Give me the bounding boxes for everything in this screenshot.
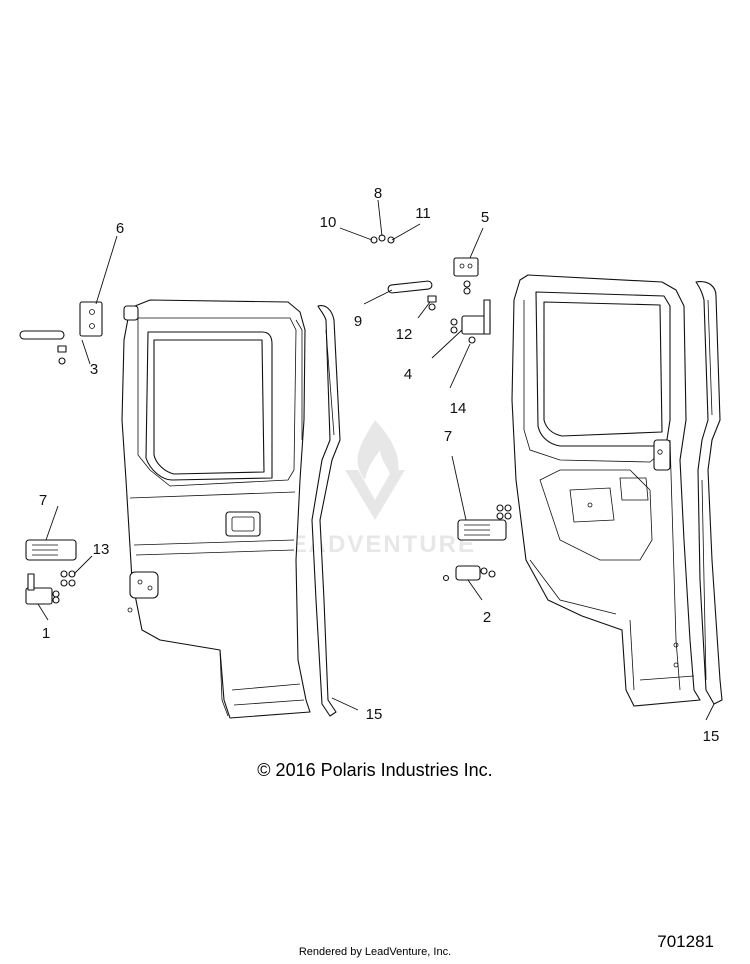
watermark-logo: LEADVENTURE <box>274 420 476 558</box>
callout-3: 3 <box>90 361 98 378</box>
right-door-seal <box>695 281 723 705</box>
callout-2: 2 <box>483 609 491 626</box>
callout-labels: 1 2 3 4 5 6 7 7 8 9 10 11 12 13 14 15 15 <box>39 185 720 745</box>
left-door-seal <box>311 305 341 717</box>
callout-6: 6 <box>116 220 124 237</box>
callout-15-left: 15 <box>366 706 383 723</box>
callout-14: 14 <box>450 400 467 417</box>
callout-15-right: 15 <box>703 728 720 745</box>
rendered-by-footer: Rendered by LeadVenture, Inc. <box>298 946 452 958</box>
callout-11: 11 <box>415 205 431 222</box>
callout-1: 1 <box>42 625 50 642</box>
center-hardware <box>370 234 512 582</box>
callout-9: 9 <box>354 313 362 330</box>
copyright-notice: © 2016 Polaris Industries Inc. <box>257 760 493 780</box>
callout-4: 4 <box>404 366 412 383</box>
left-door-panel <box>121 299 311 719</box>
callout-10: 10 <box>320 214 337 231</box>
diagram-number: 701281 <box>657 932 714 951</box>
left-hinge-parts <box>19 301 103 605</box>
watermark-text: LEADVENTURE <box>274 531 476 558</box>
callout-5: 5 <box>481 209 489 226</box>
callout-12: 12 <box>396 326 413 343</box>
callout-7-center: 7 <box>444 428 452 445</box>
callout-13: 13 <box>93 541 110 558</box>
right-door-panel <box>511 274 701 707</box>
callout-8: 8 <box>374 185 382 202</box>
leader-lines <box>37 199 715 721</box>
callout-7-left: 7 <box>39 492 47 509</box>
